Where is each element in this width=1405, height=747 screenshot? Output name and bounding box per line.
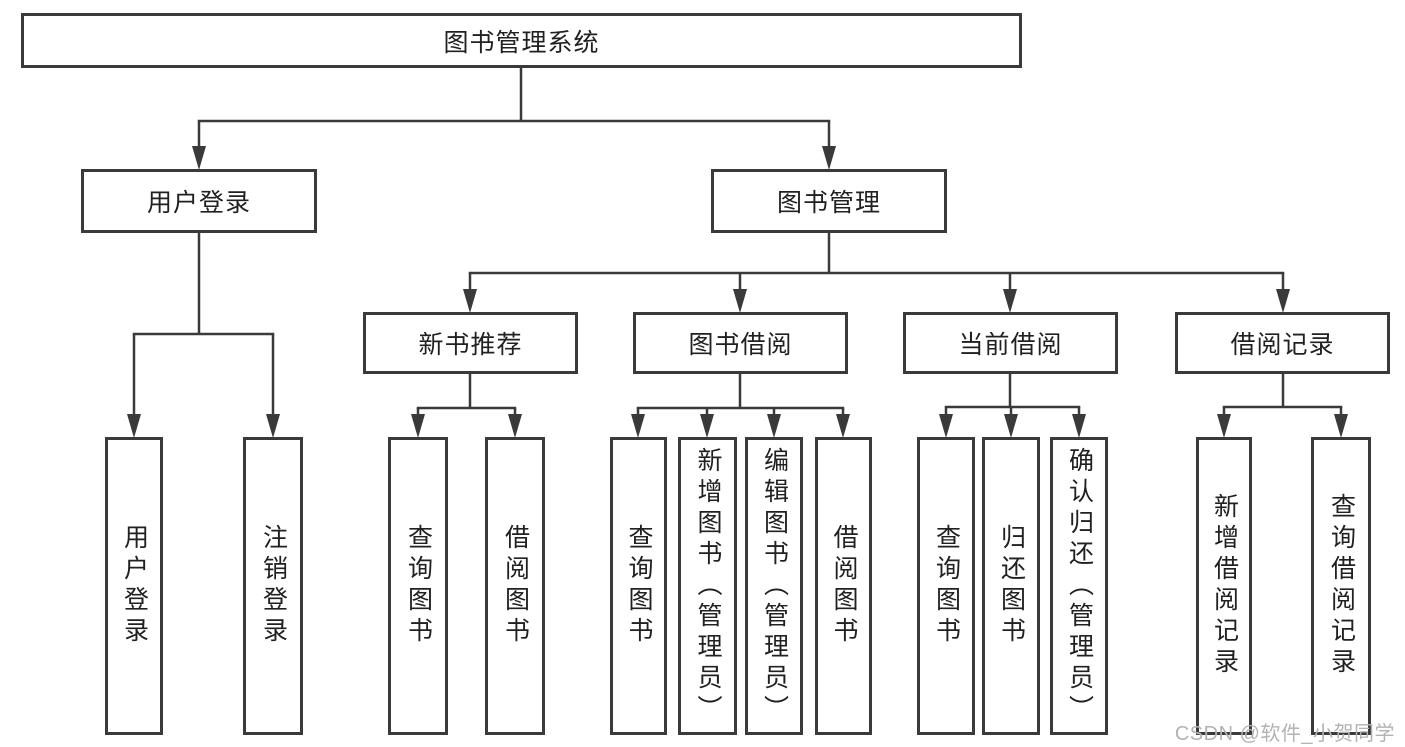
node-label: 用户登录: [120, 524, 149, 648]
leaf-edit-books-admin: 编辑图书（管理员）: [745, 437, 803, 735]
node-label: 查询借阅记录: [1327, 493, 1356, 679]
node-label: 新增图书（管理员）: [694, 446, 722, 726]
leaf-confirm-return-admin: 确认归还（管理员）: [1050, 437, 1108, 735]
node-label: 新增借阅记录: [1210, 493, 1239, 679]
leaf-add-borrow-record: 新增借阅记录: [1196, 437, 1252, 735]
node-new-book-recommend: 新书推荐: [363, 312, 578, 374]
node-label: 借阅记录: [1230, 331, 1335, 359]
node-borrowing-records: 借阅记录: [1175, 312, 1390, 374]
watermark: CSDN @软件_小贺同学: [1174, 723, 1395, 745]
leaf-query-borrow-record: 查询借阅记录: [1311, 437, 1371, 735]
leaf-borrow-books-recommend: 借阅图书: [485, 437, 545, 735]
node-label: 确认归还（管理员）: [1065, 446, 1094, 726]
node-label: 借阅图书: [830, 524, 858, 648]
node-label: 借阅图书: [501, 524, 530, 648]
leaf-query-books-current: 查询图书: [917, 437, 975, 735]
node-label: 归还图书: [997, 524, 1026, 648]
node-label: 注销登录: [259, 524, 288, 648]
node-label: 当前借阅: [958, 331, 1063, 359]
node-label: 新书推荐: [418, 331, 523, 359]
leaf-query-books-borrowing: 查询图书: [610, 437, 667, 735]
node-library-system: 图书管理系统: [21, 13, 1022, 68]
node-user-login: 用户登录: [81, 169, 317, 233]
leaf-logout: 注销登录: [243, 437, 303, 735]
node-label: 图书借阅: [688, 331, 793, 359]
node-label: 查询图书: [932, 524, 961, 648]
node-label: 查询图书: [404, 524, 433, 648]
node-book-borrowing: 图书借阅: [633, 312, 848, 374]
node-label: 用户登录: [146, 189, 251, 217]
leaf-add-books-admin: 新增图书（管理员）: [678, 437, 737, 735]
node-label: 图书管理系统: [443, 28, 600, 57]
leaf-borrow-books-borrowing: 借阅图书: [815, 437, 872, 735]
node-label: 图书管理: [776, 189, 881, 217]
node-current-borrowing: 当前借阅: [903, 312, 1118, 374]
node-book-management: 图书管理: [711, 169, 947, 233]
leaf-return-books: 归还图书: [982, 437, 1040, 735]
leaf-query-books-recommend: 查询图书: [388, 437, 448, 735]
node-label: 查询图书: [625, 524, 653, 648]
node-label: 编辑图书（管理员）: [760, 446, 789, 726]
leaf-user-login: 用户登录: [105, 437, 163, 735]
